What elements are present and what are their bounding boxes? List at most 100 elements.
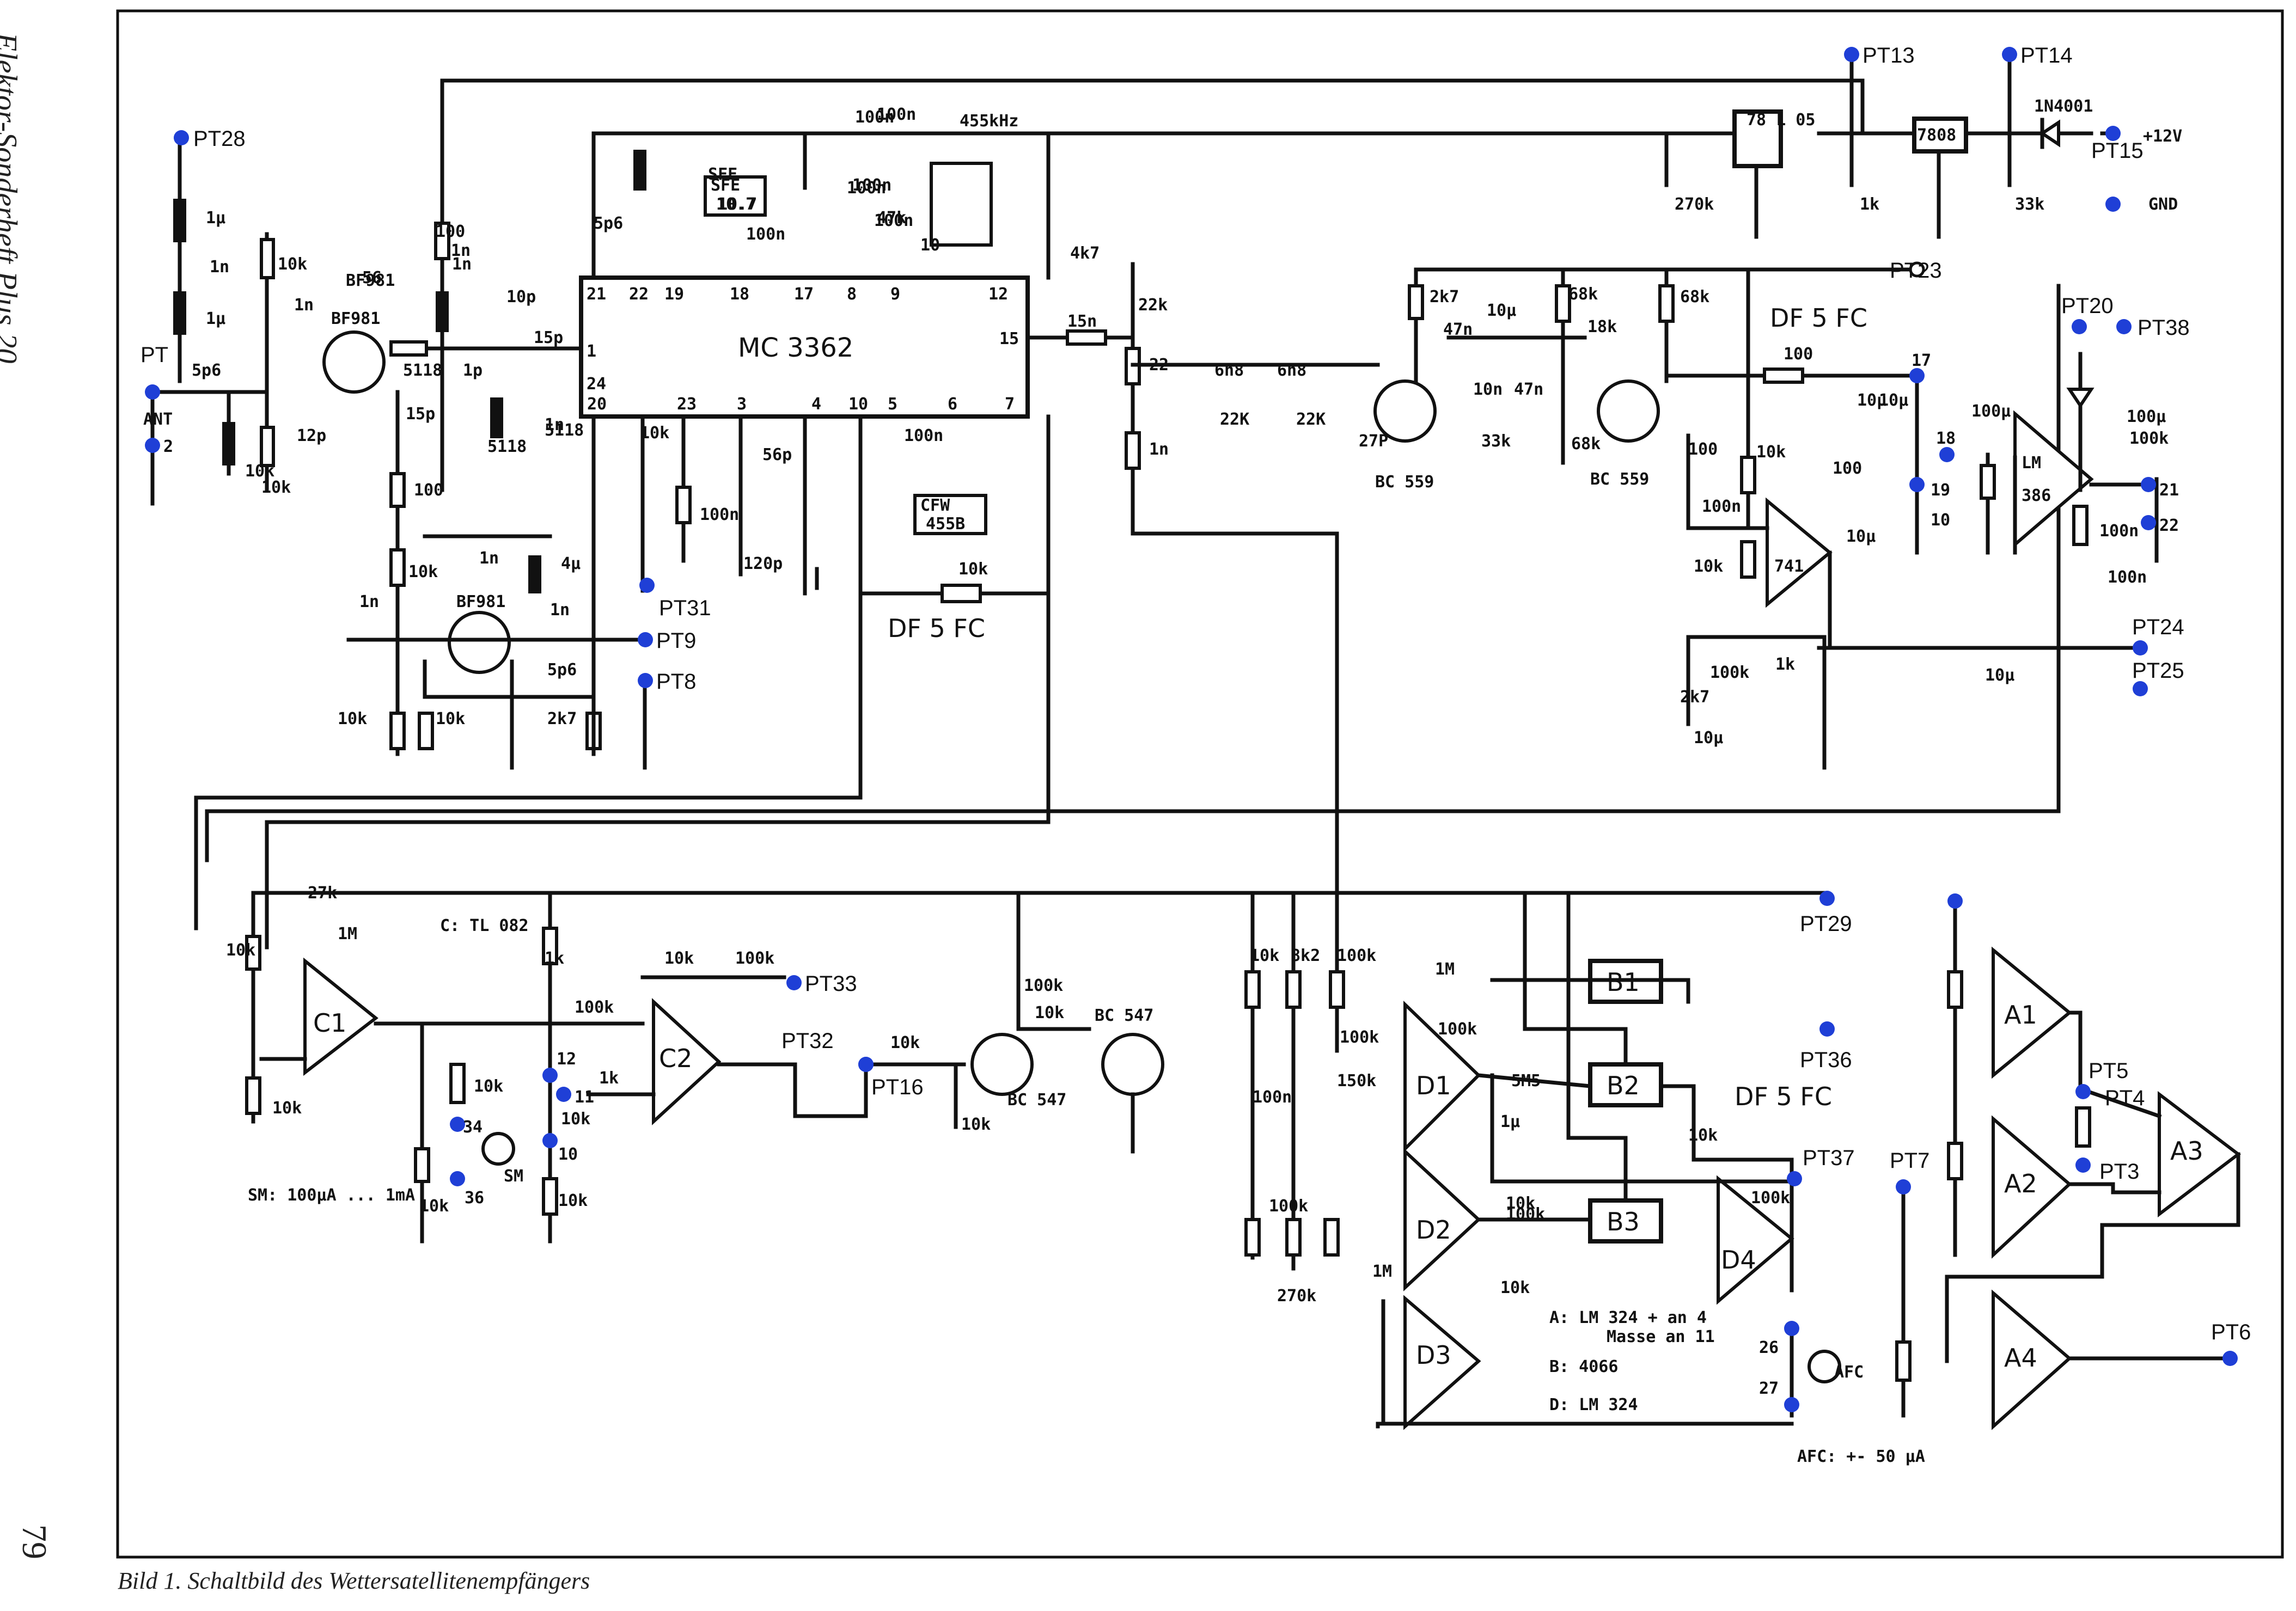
- svg-text:3: 3: [737, 395, 747, 414]
- svg-text:19: 19: [664, 285, 684, 304]
- svg-text:19: 19: [1931, 481, 1950, 500]
- component-value-label: 10k: [958, 560, 988, 579]
- svg-text:10: 10: [848, 395, 868, 414]
- component-value-label: 22K: [1220, 410, 1249, 429]
- component-value-label: 100k: [1337, 946, 1376, 965]
- opamp-c1: [303, 957, 378, 1076]
- component-value-label: 1n: [452, 255, 472, 274]
- tp-18: [1939, 447, 1955, 462]
- component-value-label: 2k7: [547, 709, 577, 728]
- component-value-label: 10k: [1500, 1278, 1530, 1297]
- svg-text:34: 34: [463, 1118, 483, 1137]
- component-value-label: 10k: [436, 709, 465, 728]
- tp-ant-label: ANT: [143, 410, 173, 429]
- component-value-label: 100n: [847, 179, 886, 198]
- component-value-label: 100n: [852, 176, 891, 195]
- component-value-label: 4k7: [1070, 244, 1100, 263]
- opamp-d2: [1403, 1148, 1481, 1291]
- component-value-label: 4µ: [561, 554, 581, 573]
- svg-text:4: 4: [811, 395, 821, 414]
- opamp-a2: [1992, 1115, 2072, 1259]
- component-value-label: 1n: [210, 258, 229, 277]
- component-value-label: 2k7: [1680, 688, 1709, 707]
- a-lm324-note: A: LM 324 + an 4: [1549, 1308, 1707, 1327]
- tp-pt38-label: PT38: [2138, 316, 2190, 340]
- tp-pt33: [786, 975, 802, 990]
- tp-pt7-label: PT7: [1890, 1149, 1929, 1173]
- svg-text:386: 386: [2022, 486, 2051, 505]
- component-value-label: 47k: [877, 209, 906, 228]
- filter-sfe: [704, 175, 767, 217]
- tp-19: [1909, 477, 1925, 492]
- svg-text:A3: A3: [2170, 1136, 2203, 1166]
- tp-pt28: [174, 130, 189, 145]
- b-4066-note: B: 4066: [1549, 1357, 1618, 1376]
- component-value-label: 100: [436, 222, 465, 241]
- sm-meter-label: SM: [504, 1167, 523, 1186]
- bf981-lower: [448, 611, 511, 674]
- svg-text:1: 1: [587, 342, 596, 361]
- tp-pt3-label: PT3: [2099, 1160, 2139, 1184]
- svg-text:D3: D3: [1416, 1340, 1451, 1370]
- component-value-label: 1k: [545, 949, 564, 968]
- component-value-label: 1k: [1860, 195, 1879, 214]
- tank-circuit: [930, 162, 993, 247]
- tp-pt37-label: PT37: [1803, 1146, 1855, 1170]
- df5fc-top: DF 5 FC: [1770, 303, 1867, 333]
- sm-range-note: SM: 100µA ... 1mA: [248, 1186, 415, 1205]
- component-value-label: 10k: [558, 1191, 588, 1210]
- svg-text:7: 7: [1005, 395, 1015, 414]
- component-value-label: 100k: [1024, 976, 1063, 995]
- component-value-label: 56: [362, 268, 382, 287]
- tp-gnd: [2105, 197, 2121, 212]
- component-value-label: 10k: [961, 1115, 991, 1134]
- tp-pt13: [1844, 47, 1859, 62]
- tp-pt6-label: PT6: [2211, 1320, 2251, 1344]
- opamp-d1: [1403, 1000, 1481, 1153]
- component-value-label: 100k: [1506, 1205, 1545, 1224]
- component-value-label: 5118: [545, 421, 584, 440]
- tp-pt14: [2002, 47, 2017, 62]
- svg-text:B1: B1: [1607, 967, 1640, 997]
- svg-text:B3: B3: [1607, 1207, 1640, 1236]
- component-value-label: 10k: [261, 478, 291, 497]
- component-value-label: 10: [920, 236, 940, 255]
- component-value-label: 150k: [1337, 1071, 1376, 1091]
- component-value-label: 10k: [338, 709, 367, 728]
- tp-pt9: [638, 632, 653, 647]
- tp-pt33-label: PT33: [805, 972, 857, 996]
- component-value-label: 12p: [297, 426, 326, 445]
- tp-pt4-label: PT4: [2105, 1086, 2145, 1110]
- tp-36: [450, 1171, 465, 1186]
- transistor-labels: BF981 BF981 BC 559 BC 559 BC 547 BC 547: [331, 309, 1649, 1110]
- svg-text:BC 559: BC 559: [1375, 473, 1434, 492]
- component-value-label: BF981: [346, 271, 395, 290]
- svg-text:27: 27: [1759, 1379, 1779, 1398]
- test-points: PT28 PT ANT 2 PT31 PT9 PT8 PT13 PT14 PT1…: [141, 44, 2251, 1412]
- component-value-label: 100n: [1253, 1088, 1292, 1107]
- tp-26: [1784, 1321, 1799, 1336]
- component-value-label: 27k: [308, 884, 337, 903]
- tp-pt24-label: PT24: [2132, 615, 2184, 639]
- component-value-label: 10µ: [1487, 301, 1516, 320]
- component-value-label: 33k: [1481, 432, 1511, 451]
- component-value-label: 10k: [1688, 1126, 1718, 1145]
- mc3362-label: MC 3362: [738, 333, 853, 363]
- svg-text:D1: D1: [1416, 1071, 1451, 1100]
- component-value-label: 27P: [1359, 432, 1388, 451]
- d-lm324-note: D: LM 324: [1549, 1395, 1638, 1414]
- component-value-label: 1n: [359, 592, 379, 611]
- component-value-label: 1n: [550, 601, 570, 620]
- component-value-label: 100n: [2099, 522, 2139, 541]
- opamp-a4: [1992, 1289, 2072, 1430]
- component-value-label: 10k: [640, 424, 669, 443]
- component-value-label: SFE: [708, 165, 737, 184]
- tp-pt29: [1819, 891, 1835, 906]
- component-value-label: 100k: [575, 998, 614, 1017]
- component-value-label: 18k: [1587, 317, 1617, 336]
- svg-text:10: 10: [558, 1145, 578, 1164]
- opamp-a3: [2158, 1091, 2241, 1218]
- opamp-741: [1766, 497, 1833, 608]
